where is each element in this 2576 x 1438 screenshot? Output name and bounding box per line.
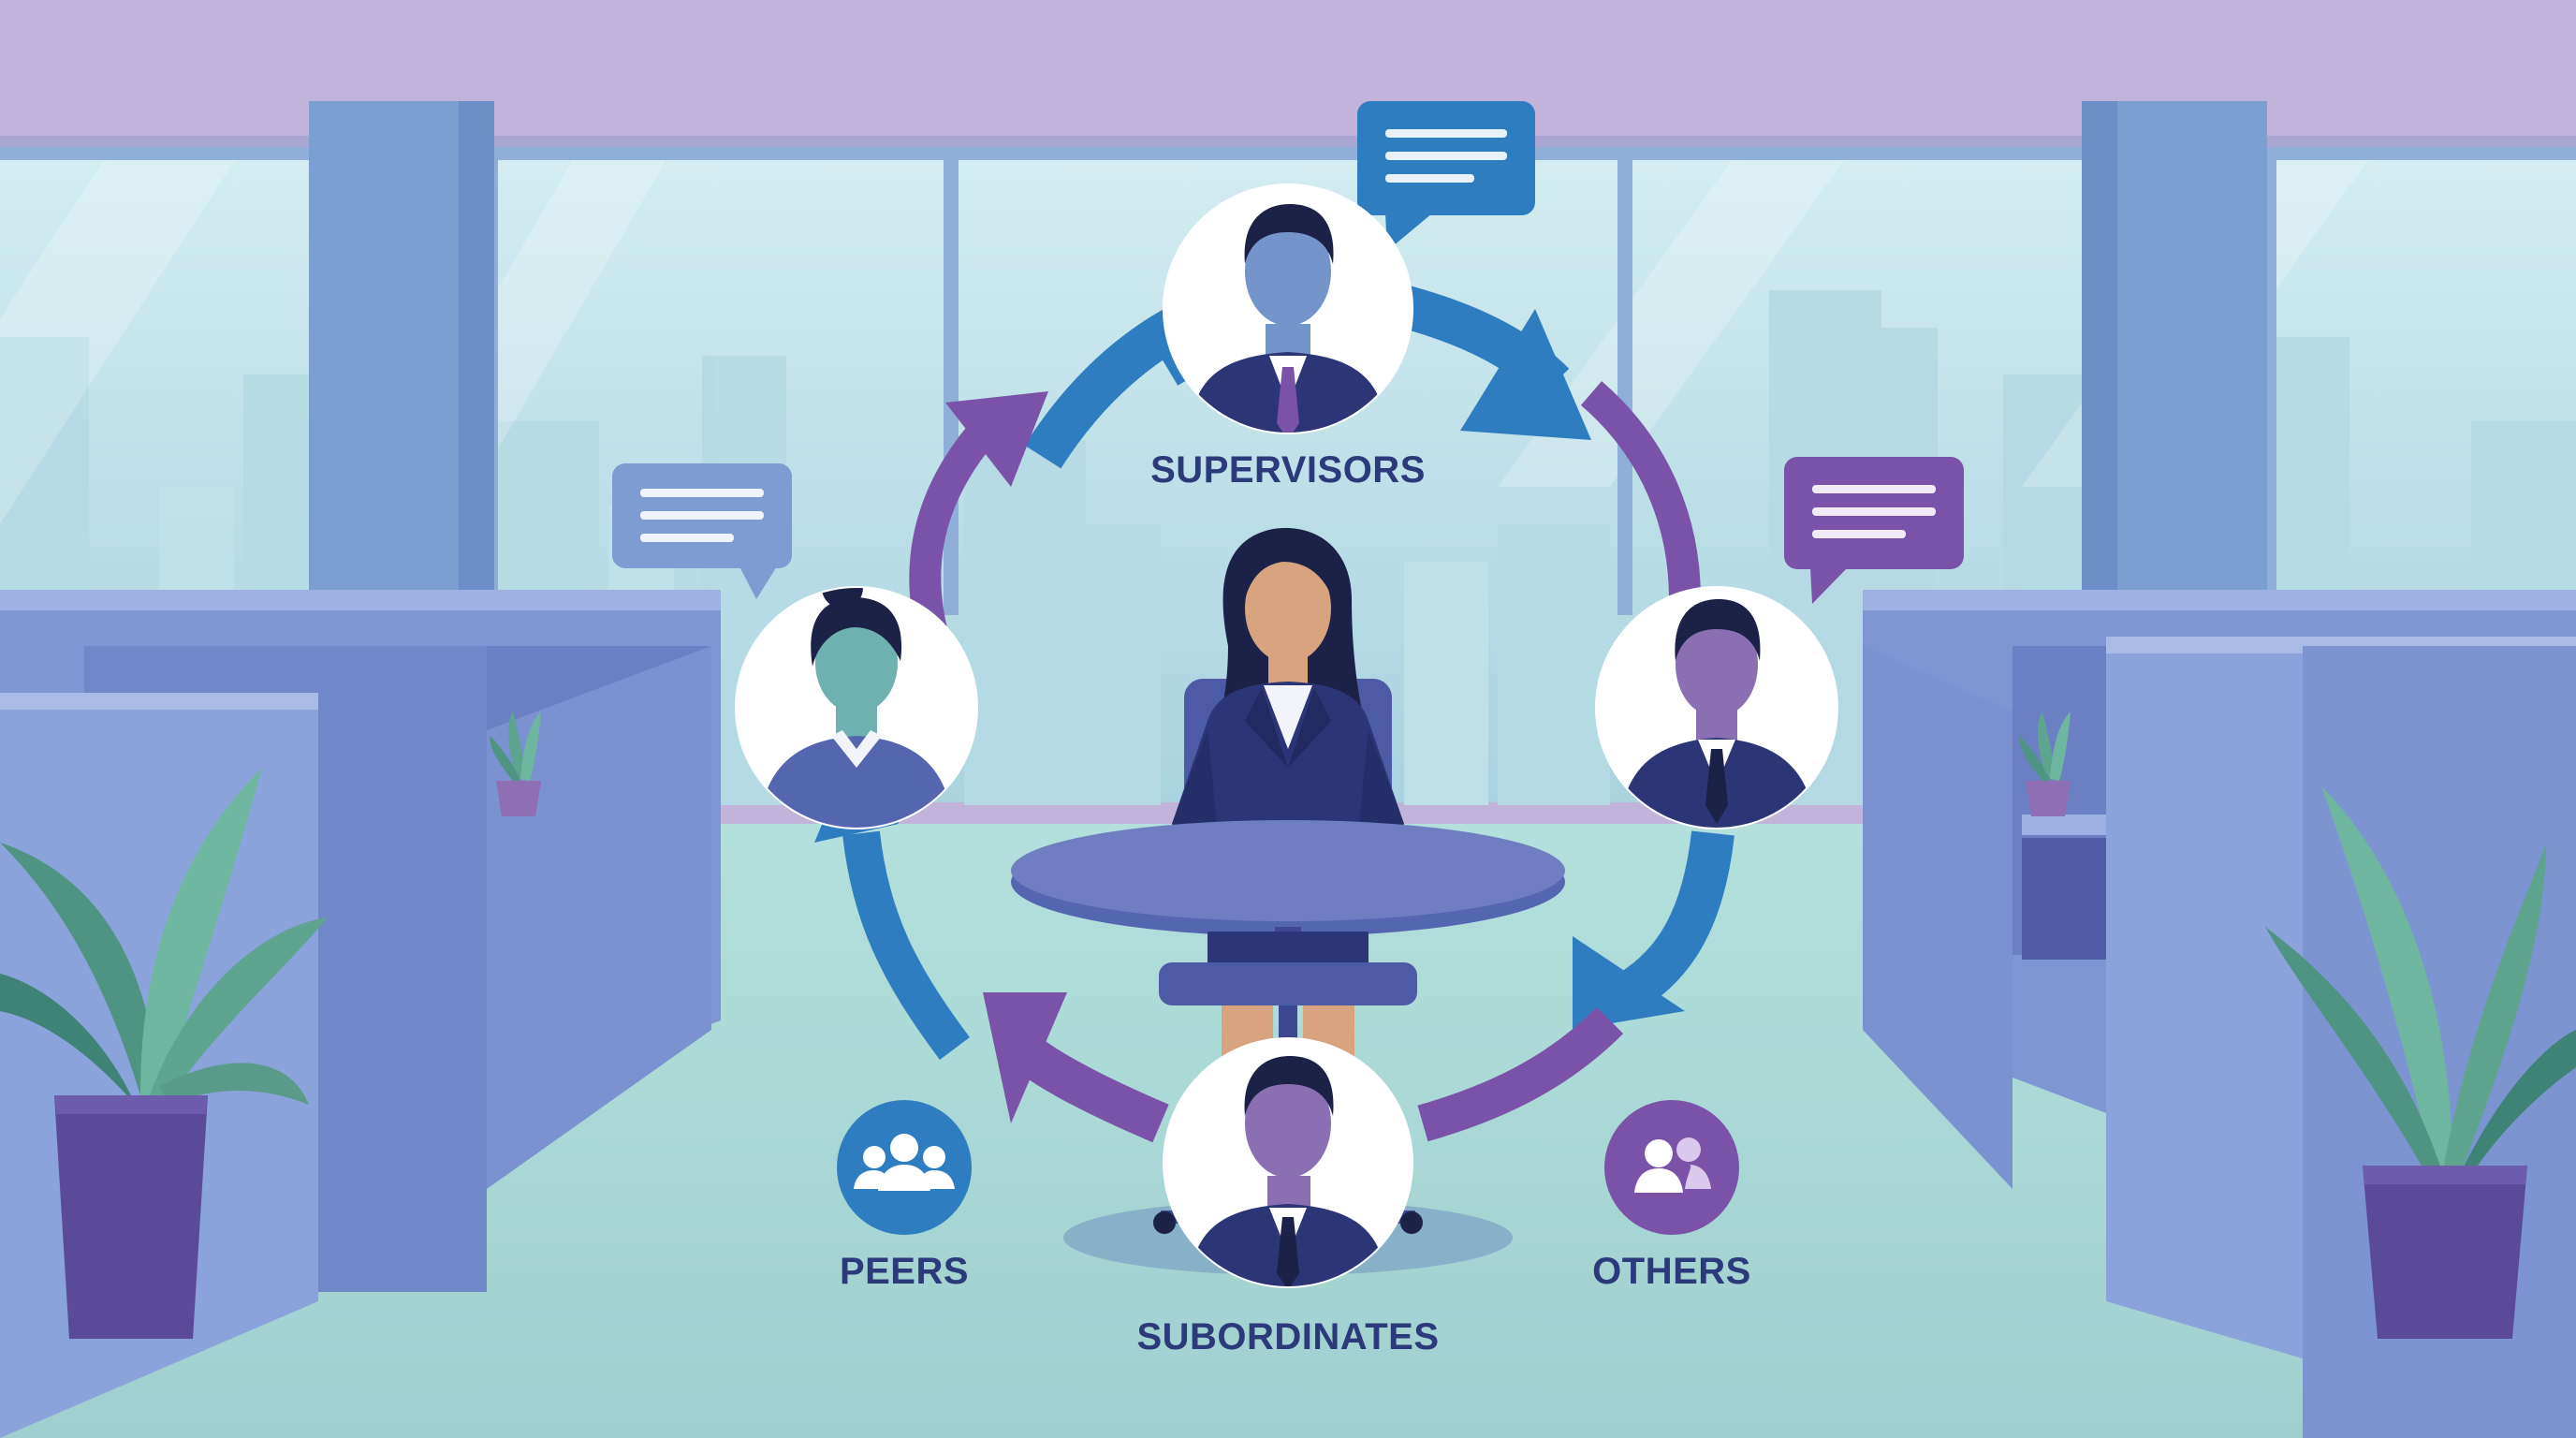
other-avatar (1595, 586, 1838, 829)
speech-bubble-icon (1784, 457, 1964, 604)
central-woman (1011, 528, 1565, 1234)
subordinates-label: SUBORDINATES (1136, 1316, 1440, 1357)
supervisor-avatar (1163, 183, 1413, 434)
plant-right (2265, 786, 2576, 1339)
group-people-icon (837, 1100, 972, 1235)
speech-bubble-icon (1357, 101, 1535, 251)
speech-bubble-icon (612, 463, 792, 599)
subordinate-avatar (1163, 1037, 1413, 1288)
plant-left (0, 768, 328, 1339)
peers-label: PEERS (839, 1251, 970, 1292)
shelf-plant-right (2019, 712, 2071, 816)
shelf-plant-left (490, 712, 541, 816)
others-label: OTHERS (1592, 1251, 1751, 1292)
peer-avatar (735, 586, 978, 829)
supervisors-label: SUPERVISORS (1150, 449, 1426, 491)
two-people-icon (1604, 1100, 1739, 1235)
